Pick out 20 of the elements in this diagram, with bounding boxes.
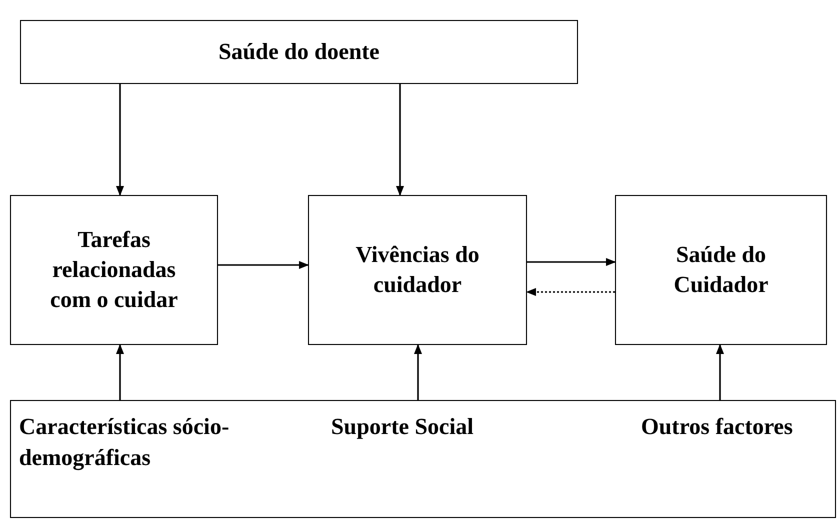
concept-box: [20, 20, 578, 84]
arrow: [414, 344, 422, 400]
concept-box: [615, 195, 827, 345]
arrow: [716, 344, 724, 400]
factor-label: Outros factores: [641, 413, 793, 441]
factors-panel: [10, 400, 836, 518]
arrow: [116, 344, 124, 400]
concept-box: [10, 195, 218, 345]
box-label: Saúde do doente: [218, 38, 380, 66]
box-label: Saúde do Cuidador: [672, 241, 770, 299]
arrow: [116, 84, 124, 196]
arrow: [526, 288, 615, 296]
concept-box: [308, 195, 527, 345]
arrow: [218, 261, 309, 269]
factor-label: Características sócio-demográficas: [19, 413, 230, 472]
arrow: [396, 84, 404, 196]
factor-label: Suporte Social: [331, 413, 474, 441]
box-label: Vivências do cuidador: [354, 241, 480, 299]
arrow: [527, 258, 616, 266]
box-label: Tarefas relacionadas com o cuidar: [49, 226, 179, 314]
